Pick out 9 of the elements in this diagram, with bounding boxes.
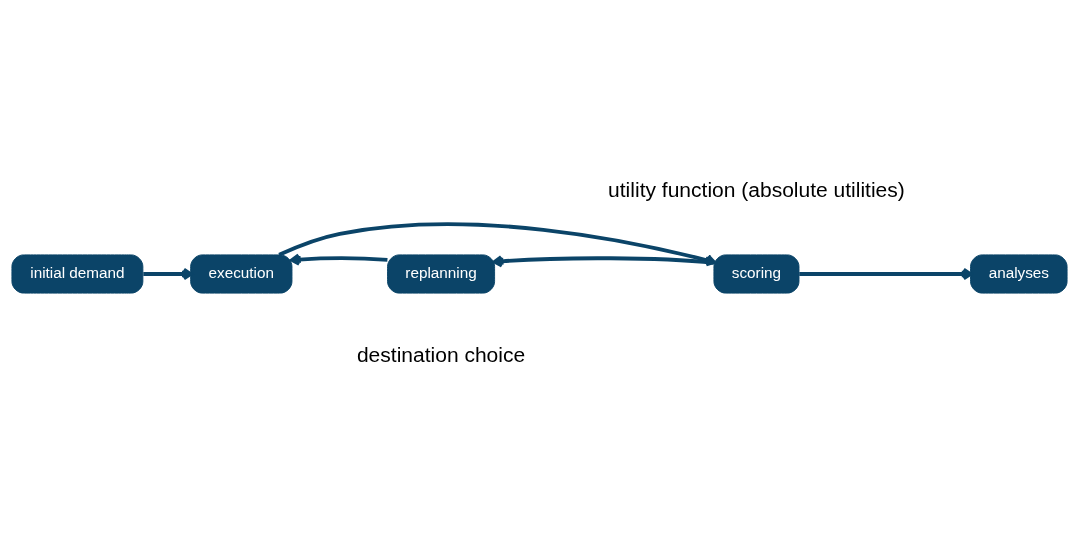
node-box: execution [190, 253, 293, 294]
label: destination choice [356, 342, 526, 366]
node-box: replanning [387, 253, 496, 294]
node-box: initial demand [11, 253, 144, 294]
arrow [290, 252, 388, 266]
node-box: scoring [713, 253, 800, 294]
label: utility function (absolute utilities) [608, 177, 905, 201]
node-box: analyses [970, 253, 1068, 294]
arrow [143, 267, 193, 280]
